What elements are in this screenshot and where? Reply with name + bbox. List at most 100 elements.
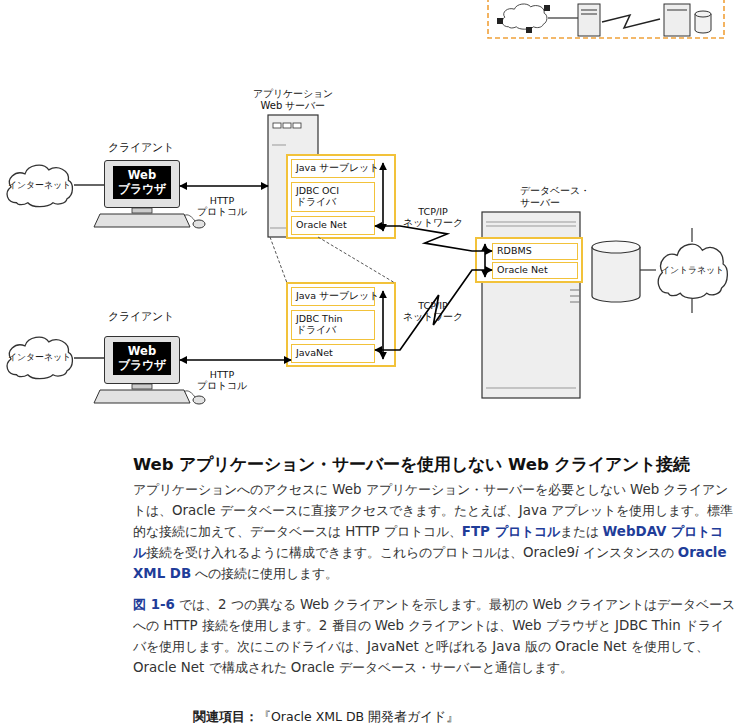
body-text: への接続に使用します。 — [195, 566, 338, 581]
panel-line — [486, 226, 576, 227]
node-label: データベース・ サーバー — [520, 185, 604, 209]
node-label: アプリケーション Web サーバー — [251, 88, 335, 112]
browser-screen: Web ブラウザ — [104, 160, 180, 208]
node-label: インターネット — [8, 351, 71, 364]
panel-line — [272, 145, 286, 146]
node-label: JDBC OCI ドライバ — [296, 186, 352, 208]
network-bolt — [375, 226, 492, 251]
zoom-line — [270, 237, 287, 283]
monitor-stand — [132, 208, 152, 213]
cropped-frame — [488, 0, 724, 38]
body-paragraph: アプリケーションへのアクセスに Web アプリケーション・サーバーを必要としない… — [133, 479, 736, 584]
mouse-cord — [184, 391, 195, 397]
drive-slot — [283, 123, 291, 128]
edge-label: TCP/IP ネットワーク — [400, 300, 466, 323]
section-heading: Web アプリケーション・サーバーを使用しない Web クライアント接続 — [133, 455, 745, 475]
mini-bolt — [602, 15, 660, 28]
cloud-shape — [7, 165, 72, 206]
browser-screen: Web ブラウザ — [104, 336, 180, 384]
drive-slot — [293, 123, 301, 128]
layer-box: Oracle Net — [492, 262, 578, 279]
network-wire — [640, 269, 656, 270]
panel-line — [570, 296, 580, 297]
node-label: Oracle Net — [296, 220, 347, 231]
panel-line — [486, 388, 576, 389]
body-paragraph: 図 1-6では、2 つの異なる Web クライアントを示します。最初の Web … — [133, 594, 736, 678]
mini-slot — [667, 10, 687, 11]
mini-server — [578, 4, 600, 36]
body-text: 『Oracle XML DB 開発者ガイド』 — [258, 709, 459, 724]
edge-label: HTTP プロトコル — [192, 195, 252, 218]
mouse — [193, 396, 205, 404]
stack-arrow — [382, 291, 384, 359]
connector — [74, 184, 104, 185]
layer-box: JDBC Thin ドライバ — [291, 310, 375, 340]
drive-slot — [273, 123, 281, 128]
layer-box: Java サーブレット — [291, 159, 375, 178]
database-cylinder — [592, 247, 640, 302]
network-wire — [691, 228, 692, 242]
panel-line — [570, 290, 580, 291]
node-label: Java サーブレット — [296, 163, 379, 174]
connector — [180, 185, 268, 187]
stack-arrow — [484, 244, 486, 277]
layer-box: Java サーブレット — [291, 287, 375, 306]
connector — [180, 359, 291, 361]
cloud-shape — [658, 244, 727, 298]
mini-slot — [581, 10, 597, 11]
network-cloud: インターネット — [4, 334, 74, 380]
network-cloud: イントラネット — [655, 240, 729, 300]
connector — [74, 357, 104, 358]
node-label: Web ブラウザ — [113, 166, 171, 199]
layer-box: RDBMS — [492, 243, 578, 260]
node-label: インターネット — [8, 179, 71, 192]
database-cylinder-top — [592, 241, 640, 253]
body-text: 接続を受け入れるように構成できます。これらのプロトコルは、Oracle9 — [146, 545, 575, 560]
diagram-label: クライアント — [108, 141, 174, 155]
node-label: JDBC Thin ドライバ — [296, 314, 352, 336]
layer-box: Oracle Net — [291, 216, 375, 235]
server-tower: データベース・ サーバーRDBMSOracle Net — [482, 212, 580, 398]
mini-slot — [581, 14, 597, 15]
body-text: 関連項目： — [193, 709, 258, 724]
edge-label: TCP/IP ネットワーク — [400, 206, 466, 229]
panel-line — [486, 222, 576, 223]
body-text: または — [560, 524, 599, 539]
node-label: Java サーブレット — [296, 291, 379, 302]
node-label: Oracle Net — [497, 265, 548, 276]
panel-line — [570, 302, 580, 303]
layer-box: JavaNet — [291, 344, 375, 363]
diagram-label: クライアント — [108, 310, 174, 324]
mini-node — [497, 18, 503, 24]
network-wire — [691, 298, 692, 313]
mini-cloud — [502, 4, 547, 29]
zoom-line — [318, 237, 395, 283]
node-label: イントラネット — [661, 264, 724, 277]
body-text: インスタンスの — [583, 545, 674, 560]
node-label: Web ブラウザ — [113, 342, 171, 375]
mini-wire — [548, 17, 578, 18]
mouse — [193, 220, 205, 228]
layer-stack-frame — [287, 155, 395, 238]
network-cloud: インターネット — [4, 162, 74, 208]
mouse-cord — [184, 215, 195, 221]
related-topics: 関連項目：『Oracle XML DB 開発者ガイド』 — [193, 709, 459, 726]
layer-box: JDBC OCI ドライバ — [291, 182, 375, 212]
body-text: では、2 つの異なる Web クライアントを示します。最初の Web クライアン… — [133, 597, 735, 675]
keyboard — [94, 390, 190, 403]
link-text: 図 1-6 — [133, 597, 175, 612]
mini-server — [664, 4, 690, 36]
network-bolt — [375, 270, 492, 350]
body-text: i — [575, 545, 579, 560]
layer-stack-frame — [476, 238, 582, 282]
node-label: JavaNet — [296, 348, 333, 359]
keyboard — [94, 214, 190, 227]
layer-stack-frame — [287, 283, 395, 366]
mini-node — [526, 27, 532, 33]
mini-node — [544, 5, 550, 11]
node-label: RDBMS — [497, 246, 532, 257]
edge-label: HTTP プロトコル — [192, 369, 252, 392]
monitor-stand — [132, 384, 152, 389]
mini-cylinder-top — [695, 11, 711, 17]
